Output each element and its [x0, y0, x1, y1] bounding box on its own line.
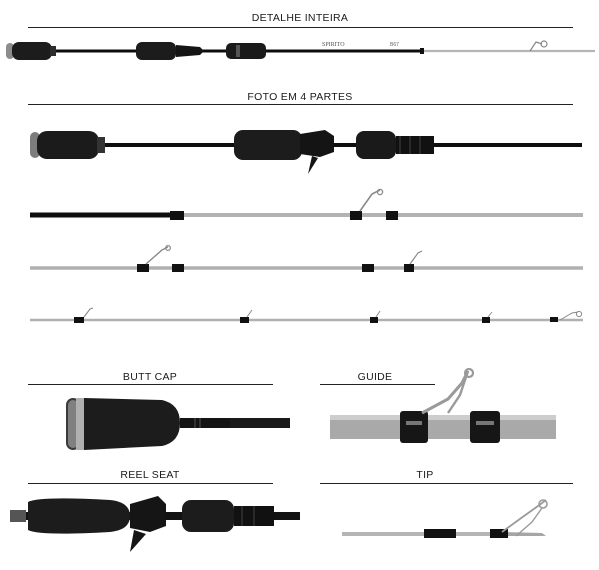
part-2-blank-image: [30, 188, 583, 220]
part-1-handle-image: [30, 130, 582, 174]
section-title-guide: GUIDE: [357, 371, 393, 383]
tip-detail-image: [342, 499, 548, 538]
section-title-reel-seat: REEL SEAT: [120, 469, 180, 481]
reel-seat-detail-image: [10, 496, 300, 552]
part-3-blank-image: [30, 244, 583, 272]
full-rod-image: SPIRITO B67: [6, 40, 595, 60]
divider-reel-seat: [28, 483, 273, 484]
divider-tip: [320, 483, 573, 484]
divider-four-parts: [28, 104, 573, 105]
butt-cap-detail-image: [66, 398, 290, 450]
divider-guide: [320, 384, 435, 385]
divider-butt-cap: [28, 384, 273, 385]
section-title-four-parts: FOTO EM 4 PARTES: [247, 91, 353, 103]
divider-full-detail: [28, 27, 573, 28]
section-title-full-detail: DETALHE INTEIRA: [251, 12, 349, 24]
part-4-tip-image: [30, 307, 583, 323]
section-title-butt-cap: BUTT CAP: [122, 371, 178, 383]
section-title-tip: TIP: [416, 469, 434, 481]
guide-detail-image: [330, 367, 556, 443]
rod-brand-text: SPIRITO: [322, 42, 345, 48]
rod-model-text: B67: [390, 42, 399, 48]
